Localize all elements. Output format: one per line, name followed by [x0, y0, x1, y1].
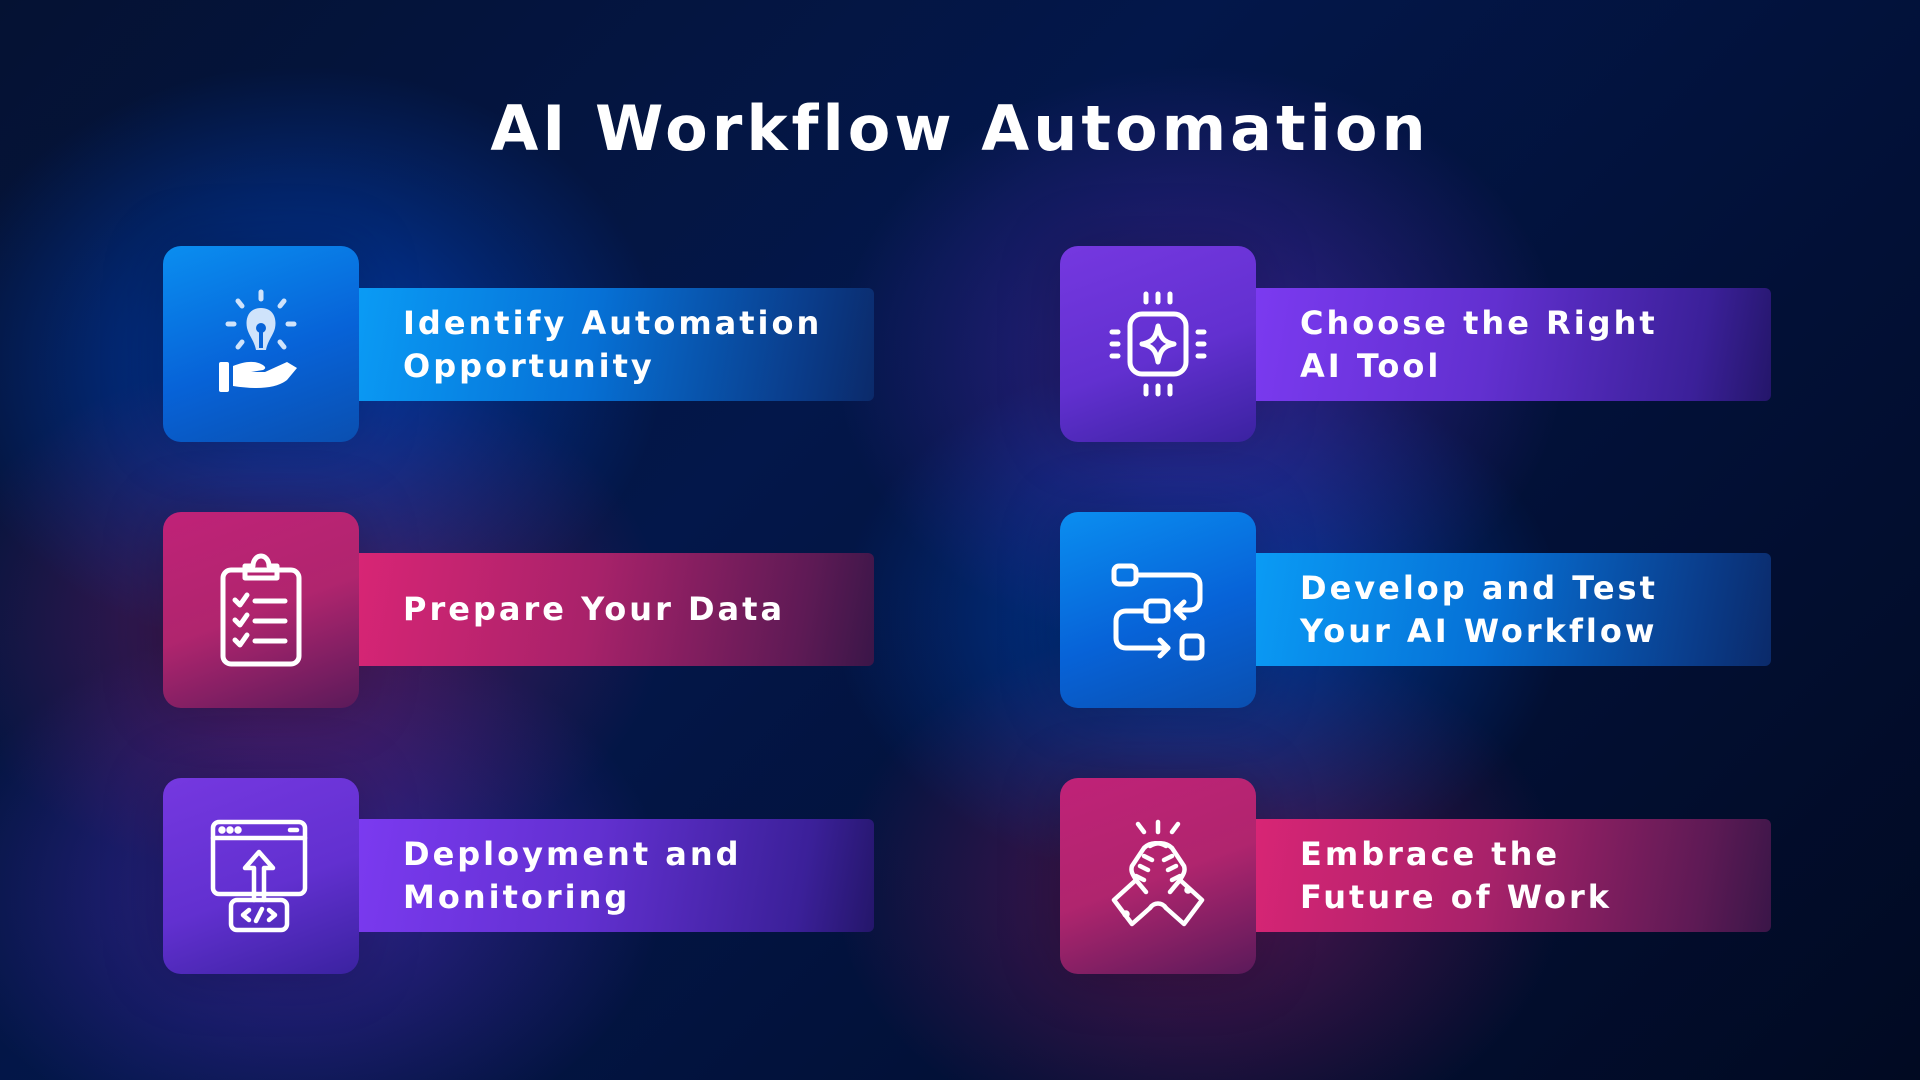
- step-label: Prepare Your Data: [403, 590, 786, 628]
- step-icon-box: [1060, 246, 1256, 442]
- lightbulb-hand-icon: [219, 289, 297, 392]
- step-label: Identify Automation Opportunity: [403, 303, 823, 385]
- step-icon-box: [1060, 512, 1256, 708]
- step-icon-box: [163, 778, 359, 974]
- deploy-window-icon: [210, 819, 308, 933]
- clipboard-checklist-icon: [220, 553, 302, 667]
- page-title: AI Workflow Automation: [490, 92, 1430, 165]
- step-icon-box: [163, 512, 359, 708]
- step-icon-box: [163, 246, 359, 442]
- step-label-bar: Develop and Test Your AI Workflow: [1256, 553, 1771, 666]
- handshake-icon: [1111, 819, 1205, 927]
- step-label: Deployment and Monitoring: [403, 834, 742, 916]
- ai-chip-icon: [1109, 291, 1207, 397]
- step-label-bar: Deployment and Monitoring: [359, 819, 874, 932]
- step-label: Embrace the Future of Work: [1300, 834, 1612, 916]
- step-label: Develop and Test Your AI Workflow: [1300, 568, 1658, 650]
- workflow-icon: [1111, 563, 1205, 661]
- step-label-bar: Identify Automation Opportunity: [359, 288, 874, 401]
- step-icon-box: [1060, 778, 1256, 974]
- step-label-bar: Embrace the Future of Work: [1256, 819, 1771, 932]
- step-label: Choose the Right AI Tool: [1300, 303, 1658, 385]
- step-label-bar: Choose the Right AI Tool: [1256, 288, 1771, 401]
- step-label-bar: Prepare Your Data: [359, 553, 874, 666]
